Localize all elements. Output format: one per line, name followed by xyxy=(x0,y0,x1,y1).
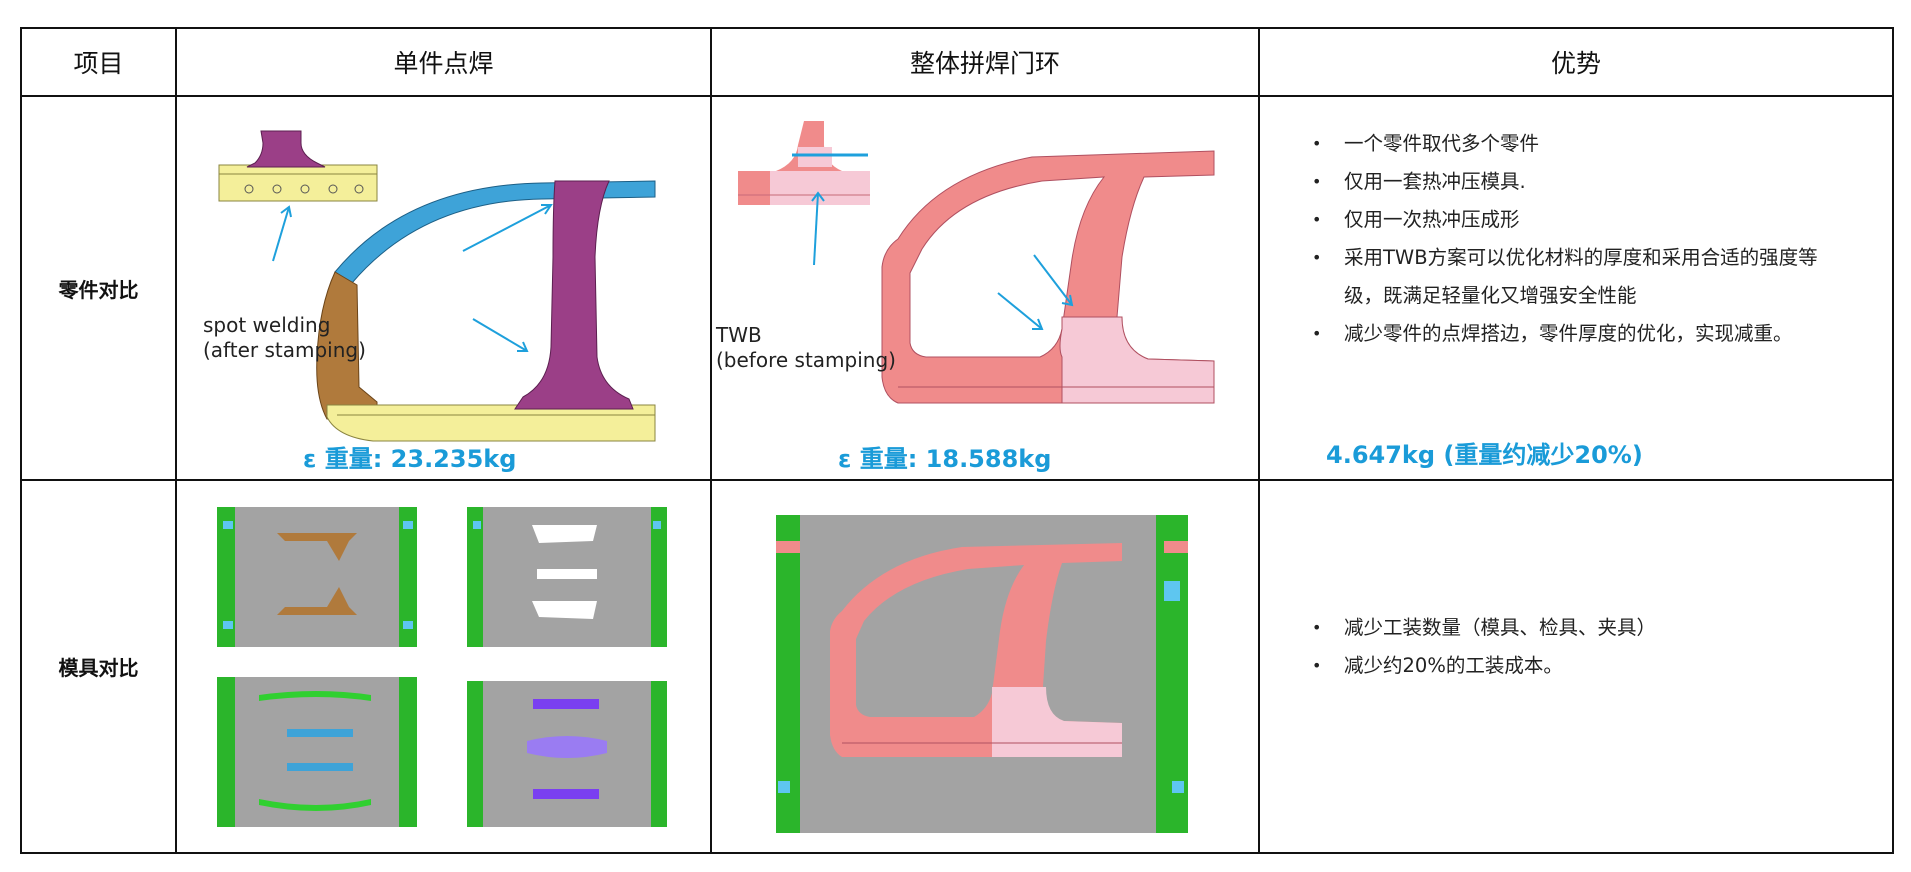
header-advantages: 优势 xyxy=(1258,27,1894,97)
twb-parts-cell: TWB (before stamping) ε 重量: 18.588kg xyxy=(710,95,1260,481)
spot-welding-dies-figure xyxy=(217,507,667,827)
spot-welding-dies-cell xyxy=(175,479,712,854)
row-label-parts: 零件对比 xyxy=(20,95,177,481)
arrows-twb xyxy=(811,191,1074,330)
spot-welding-parts-cell: spot welding (after stamping) ε 重量: 23.2… xyxy=(175,95,712,481)
dies-advantages-cell: 减少工装数量（模具、检具、夹具） 减少约20%的工装成本。 xyxy=(1258,479,1894,854)
twb-ring-figure xyxy=(738,121,1215,404)
advantage-item: 采用TWB方案可以优化材料的厚度和采用合适的强度等 xyxy=(1312,239,1818,277)
weight-saving: 4.647kg (重量约减少20%) xyxy=(1326,441,1643,469)
die-sill xyxy=(467,681,667,827)
die-b-pillar xyxy=(217,507,417,647)
twb-weight: ε 重量: 18.588kg xyxy=(838,445,1052,473)
advantage-item: 一个零件取代多个零件 xyxy=(1312,125,1818,163)
header-spot-welding: 单件点焊 xyxy=(175,27,712,97)
header-item: 项目 xyxy=(20,27,177,97)
spot-welding-parts-figure xyxy=(218,130,656,442)
twb-die-figure xyxy=(776,515,1188,833)
die-roof-rail xyxy=(467,507,667,647)
inset-detail-spot xyxy=(218,130,378,202)
inset-detail-twb xyxy=(738,121,870,205)
row-label-dies: 模具对比 xyxy=(20,479,177,854)
twb-die-cell xyxy=(710,479,1260,854)
advantage-item: 仅用一次热冲压成形 xyxy=(1312,201,1818,239)
advantage-item: 减少工装数量（模具、检具、夹具） xyxy=(1312,609,1656,647)
parts-row: 零件对比 xyxy=(20,95,1894,481)
spot-welding-caption: spot welding (after stamping) xyxy=(203,313,366,362)
parts-advantages-list: 一个零件取代多个零件 仅用一套热冲压模具. 仅用一次热冲压成形 采用TWB方案可… xyxy=(1312,125,1818,353)
header-tailor-welded-ring: 整体拼焊门环 xyxy=(710,27,1260,97)
advantage-item: 减少约20%的工装成本。 xyxy=(1312,647,1656,685)
arrows-spot xyxy=(272,204,553,352)
advantage-item-continued: 级，既满足轻量化又增强安全性能 xyxy=(1344,284,1637,307)
comparison-table: 项目 单件点焊 整体拼焊门环 优势 零件对比 xyxy=(20,27,1894,854)
dies-row: 模具对比 xyxy=(20,479,1894,854)
twb-caption: TWB (before stamping) xyxy=(716,323,896,372)
advantage-item: 减少零件的点焊搭边，零件厚度的优化，实现减重。 xyxy=(1312,315,1818,353)
spot-welding-weight: ε 重量: 23.235kg xyxy=(303,445,517,473)
dies-advantages-list: 减少工装数量（模具、检具、夹具） 减少约20%的工装成本。 xyxy=(1312,609,1656,685)
advantage-item: 仅用一套热冲压模具. xyxy=(1312,163,1818,201)
die-a-pillar xyxy=(217,677,417,827)
parts-advantages-cell: 一个零件取代多个零件 仅用一套热冲压模具. 仅用一次热冲压成形 采用TWB方案可… xyxy=(1258,95,1894,481)
header-row: 项目 单件点焊 整体拼焊门环 优势 xyxy=(20,27,1894,97)
